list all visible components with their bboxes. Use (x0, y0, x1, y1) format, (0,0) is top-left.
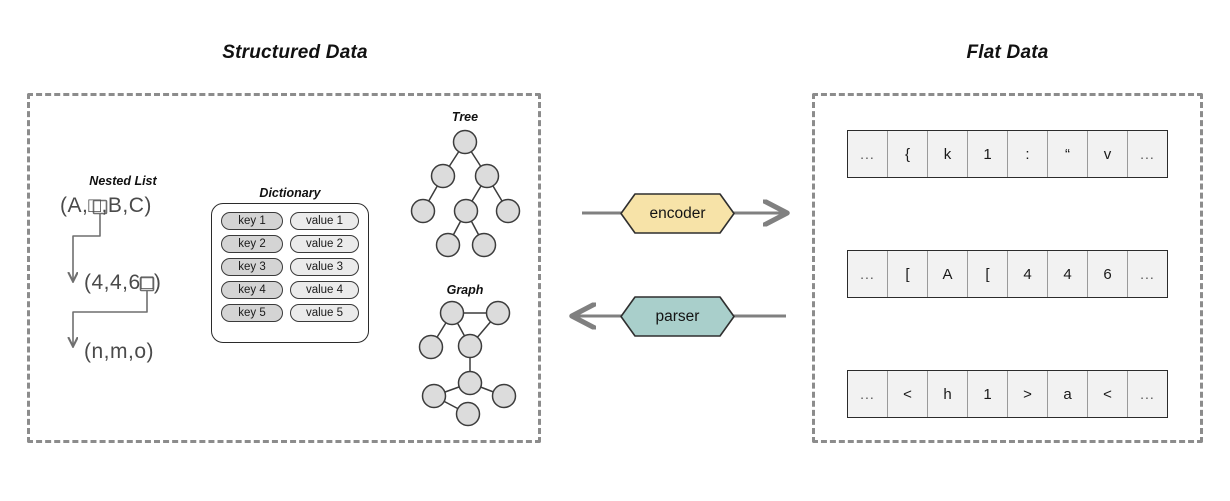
token-cell: ... (1140, 146, 1155, 162)
token-cell: > (1008, 371, 1048, 417)
structured-data-title: Structured Data (222, 42, 368, 63)
tree-title: Tree (451, 110, 479, 124)
dictionary-title: Dictionary (259, 186, 321, 200)
token-cell: 4 (1048, 251, 1088, 297)
graph-title: Graph (446, 283, 484, 297)
dictionary-row: key 3 value 3 (221, 258, 359, 276)
encoder-node[interactable]: encoder (620, 193, 735, 234)
token-cell: : (1008, 131, 1048, 177)
token-cell: 6 (1088, 251, 1128, 297)
dictionary-value-pill[interactable]: value 1 (290, 212, 359, 230)
token-cell: < (1088, 371, 1128, 417)
token-cell: 4 (1008, 251, 1048, 297)
token-cell: ... (848, 371, 888, 417)
dictionary-row: key 2 value 2 (221, 235, 359, 253)
dictionary-key-pill[interactable]: key 4 (221, 281, 283, 299)
token-cell: { (888, 131, 928, 177)
token-cell: k (928, 131, 968, 177)
dictionary-value-pill[interactable]: value 5 (290, 304, 359, 322)
flat-data-frame (812, 93, 1203, 443)
token-cell: [ (968, 251, 1008, 297)
dictionary-row: key 4 value 4 (221, 281, 359, 299)
token-cell: ... (1140, 386, 1155, 402)
nested-list-line-3: (n,m,o) (84, 340, 155, 363)
structured-data-frame (27, 93, 541, 443)
dictionary-value-pill[interactable]: value 3 (290, 258, 359, 276)
dictionary-key-pill[interactable]: key 3 (221, 258, 283, 276)
token-cell: A (928, 251, 968, 297)
token-cell: v (1088, 131, 1128, 177)
dictionary-row: key 1 value 1 (221, 212, 359, 230)
token-cell: “ (1048, 131, 1088, 177)
token-cell: < (888, 371, 928, 417)
nested-list-title: Nested List (89, 174, 157, 188)
dictionary-key-pill[interactable]: key 2 (221, 235, 283, 253)
dictionary-row: key 5 value 5 (221, 304, 359, 322)
token-cell: ... (1140, 266, 1155, 282)
flat-data-title: Flat Data (966, 42, 1049, 63)
dictionary-key-pill[interactable]: key 5 (221, 304, 283, 322)
parser-node[interactable]: parser (620, 296, 735, 337)
token-cell: [ (888, 251, 928, 297)
token-cell: 1 (968, 131, 1008, 177)
dictionary-value-pill[interactable]: value 2 (290, 235, 359, 253)
token-cell: ... (848, 251, 888, 297)
token-cell: a (1048, 371, 1088, 417)
nested-list-line-2: (4,4,6□) (84, 271, 162, 294)
token-cell: ... (848, 131, 888, 177)
dictionary-value-pill[interactable]: value 4 (290, 281, 359, 299)
dictionary-key-pill[interactable]: key 1 (221, 212, 283, 230)
token-cell: h (928, 371, 968, 417)
nested-list-line-1: (A,□,B,C) (60, 194, 152, 217)
token-cell: 1 (968, 371, 1008, 417)
